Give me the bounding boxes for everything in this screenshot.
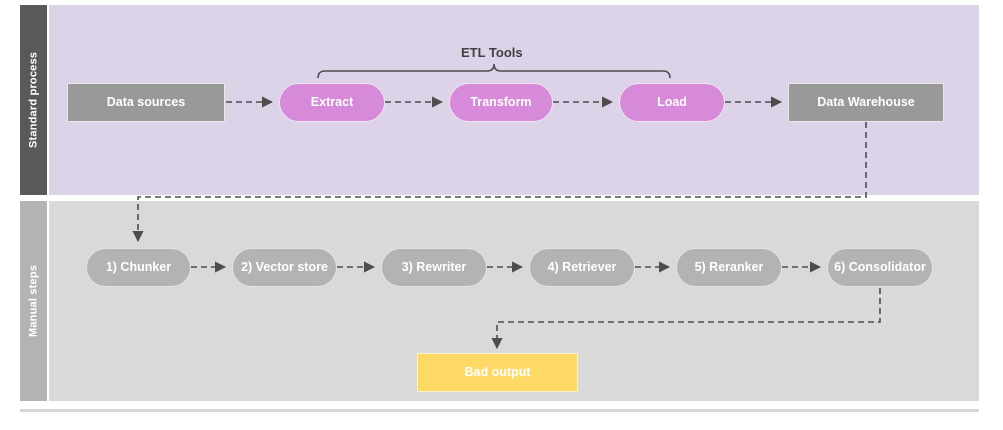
- lane-label-manual-steps: Manual steps: [20, 201, 47, 401]
- node-data-sources[interactable]: Data sources: [67, 83, 225, 122]
- node-rewriter[interactable]: 3) Rewriter: [381, 248, 487, 287]
- node-consolidator[interactable]: 6) Consolidator: [827, 248, 933, 287]
- etl-tools-label: ETL Tools: [461, 45, 523, 60]
- bottom-divider: [20, 409, 979, 412]
- node-reranker[interactable]: 5) Reranker: [676, 248, 782, 287]
- node-bad-output[interactable]: Bad output: [417, 353, 578, 392]
- node-retriever[interactable]: 4) Retriever: [529, 248, 635, 287]
- node-chunker[interactable]: 1) Chunker: [86, 248, 191, 287]
- node-transform[interactable]: Transform: [449, 83, 553, 122]
- lane-label-standard-process: Standard process: [20, 5, 47, 195]
- node-vector-store[interactable]: 2) Vector store: [232, 248, 337, 287]
- node-data-warehouse[interactable]: Data Warehouse: [788, 83, 944, 122]
- node-load[interactable]: Load: [619, 83, 725, 122]
- node-extract[interactable]: Extract: [279, 83, 385, 122]
